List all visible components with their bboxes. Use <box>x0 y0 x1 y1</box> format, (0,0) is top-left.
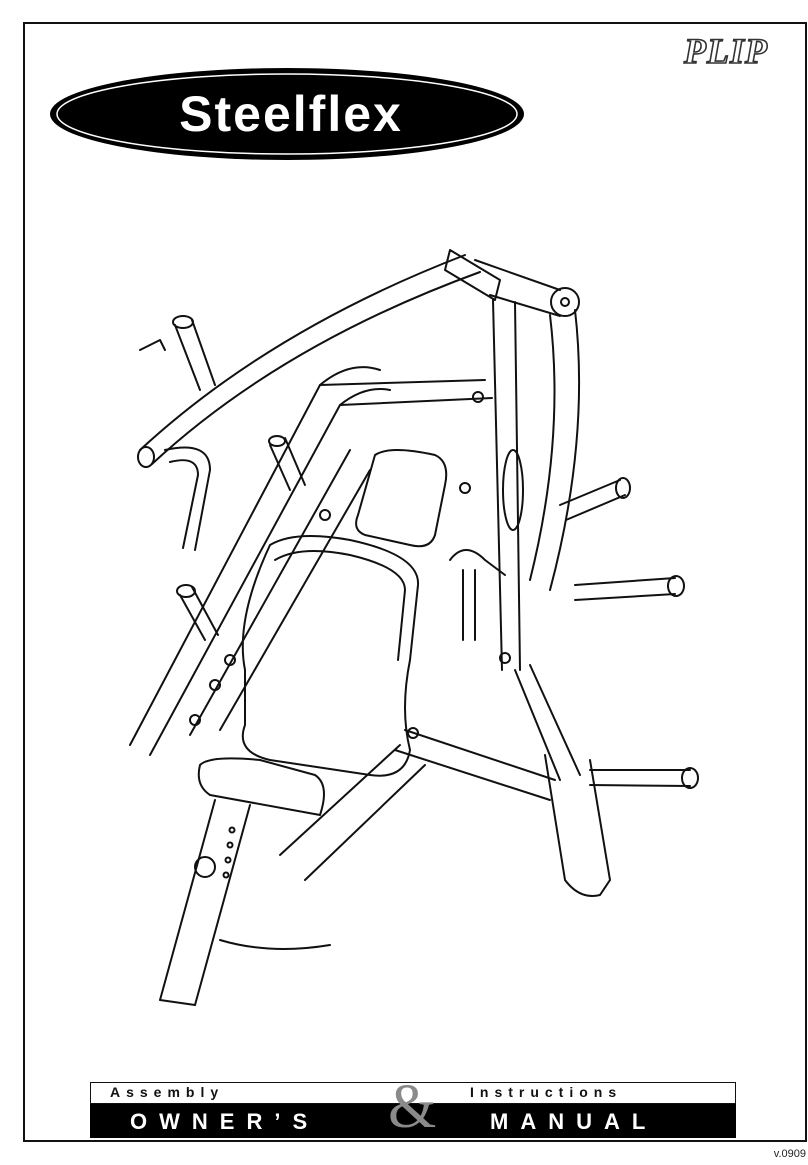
owners-text: OWNER’S <box>130 1109 320 1134</box>
model-code: PLIP <box>683 30 768 72</box>
ampersand: & <box>388 1073 437 1141</box>
instructions-text: Instructions <box>470 1084 623 1100</box>
manual-text: MANUAL <box>490 1109 658 1134</box>
brand-logo: Steelflex <box>48 66 526 162</box>
footer-top-bar <box>90 1082 736 1104</box>
footer-bottom-bar <box>90 1104 736 1138</box>
footer-banner <box>90 1082 736 1142</box>
assembly-text: Assembly <box>110 1084 225 1100</box>
logo-oval-icon <box>50 68 524 160</box>
page-border <box>23 22 807 1142</box>
brand-name: Steelflex <box>179 86 403 142</box>
version-label: v.0909 <box>773 1148 806 1160</box>
incline-press-machine-illustration <box>129 249 699 1006</box>
